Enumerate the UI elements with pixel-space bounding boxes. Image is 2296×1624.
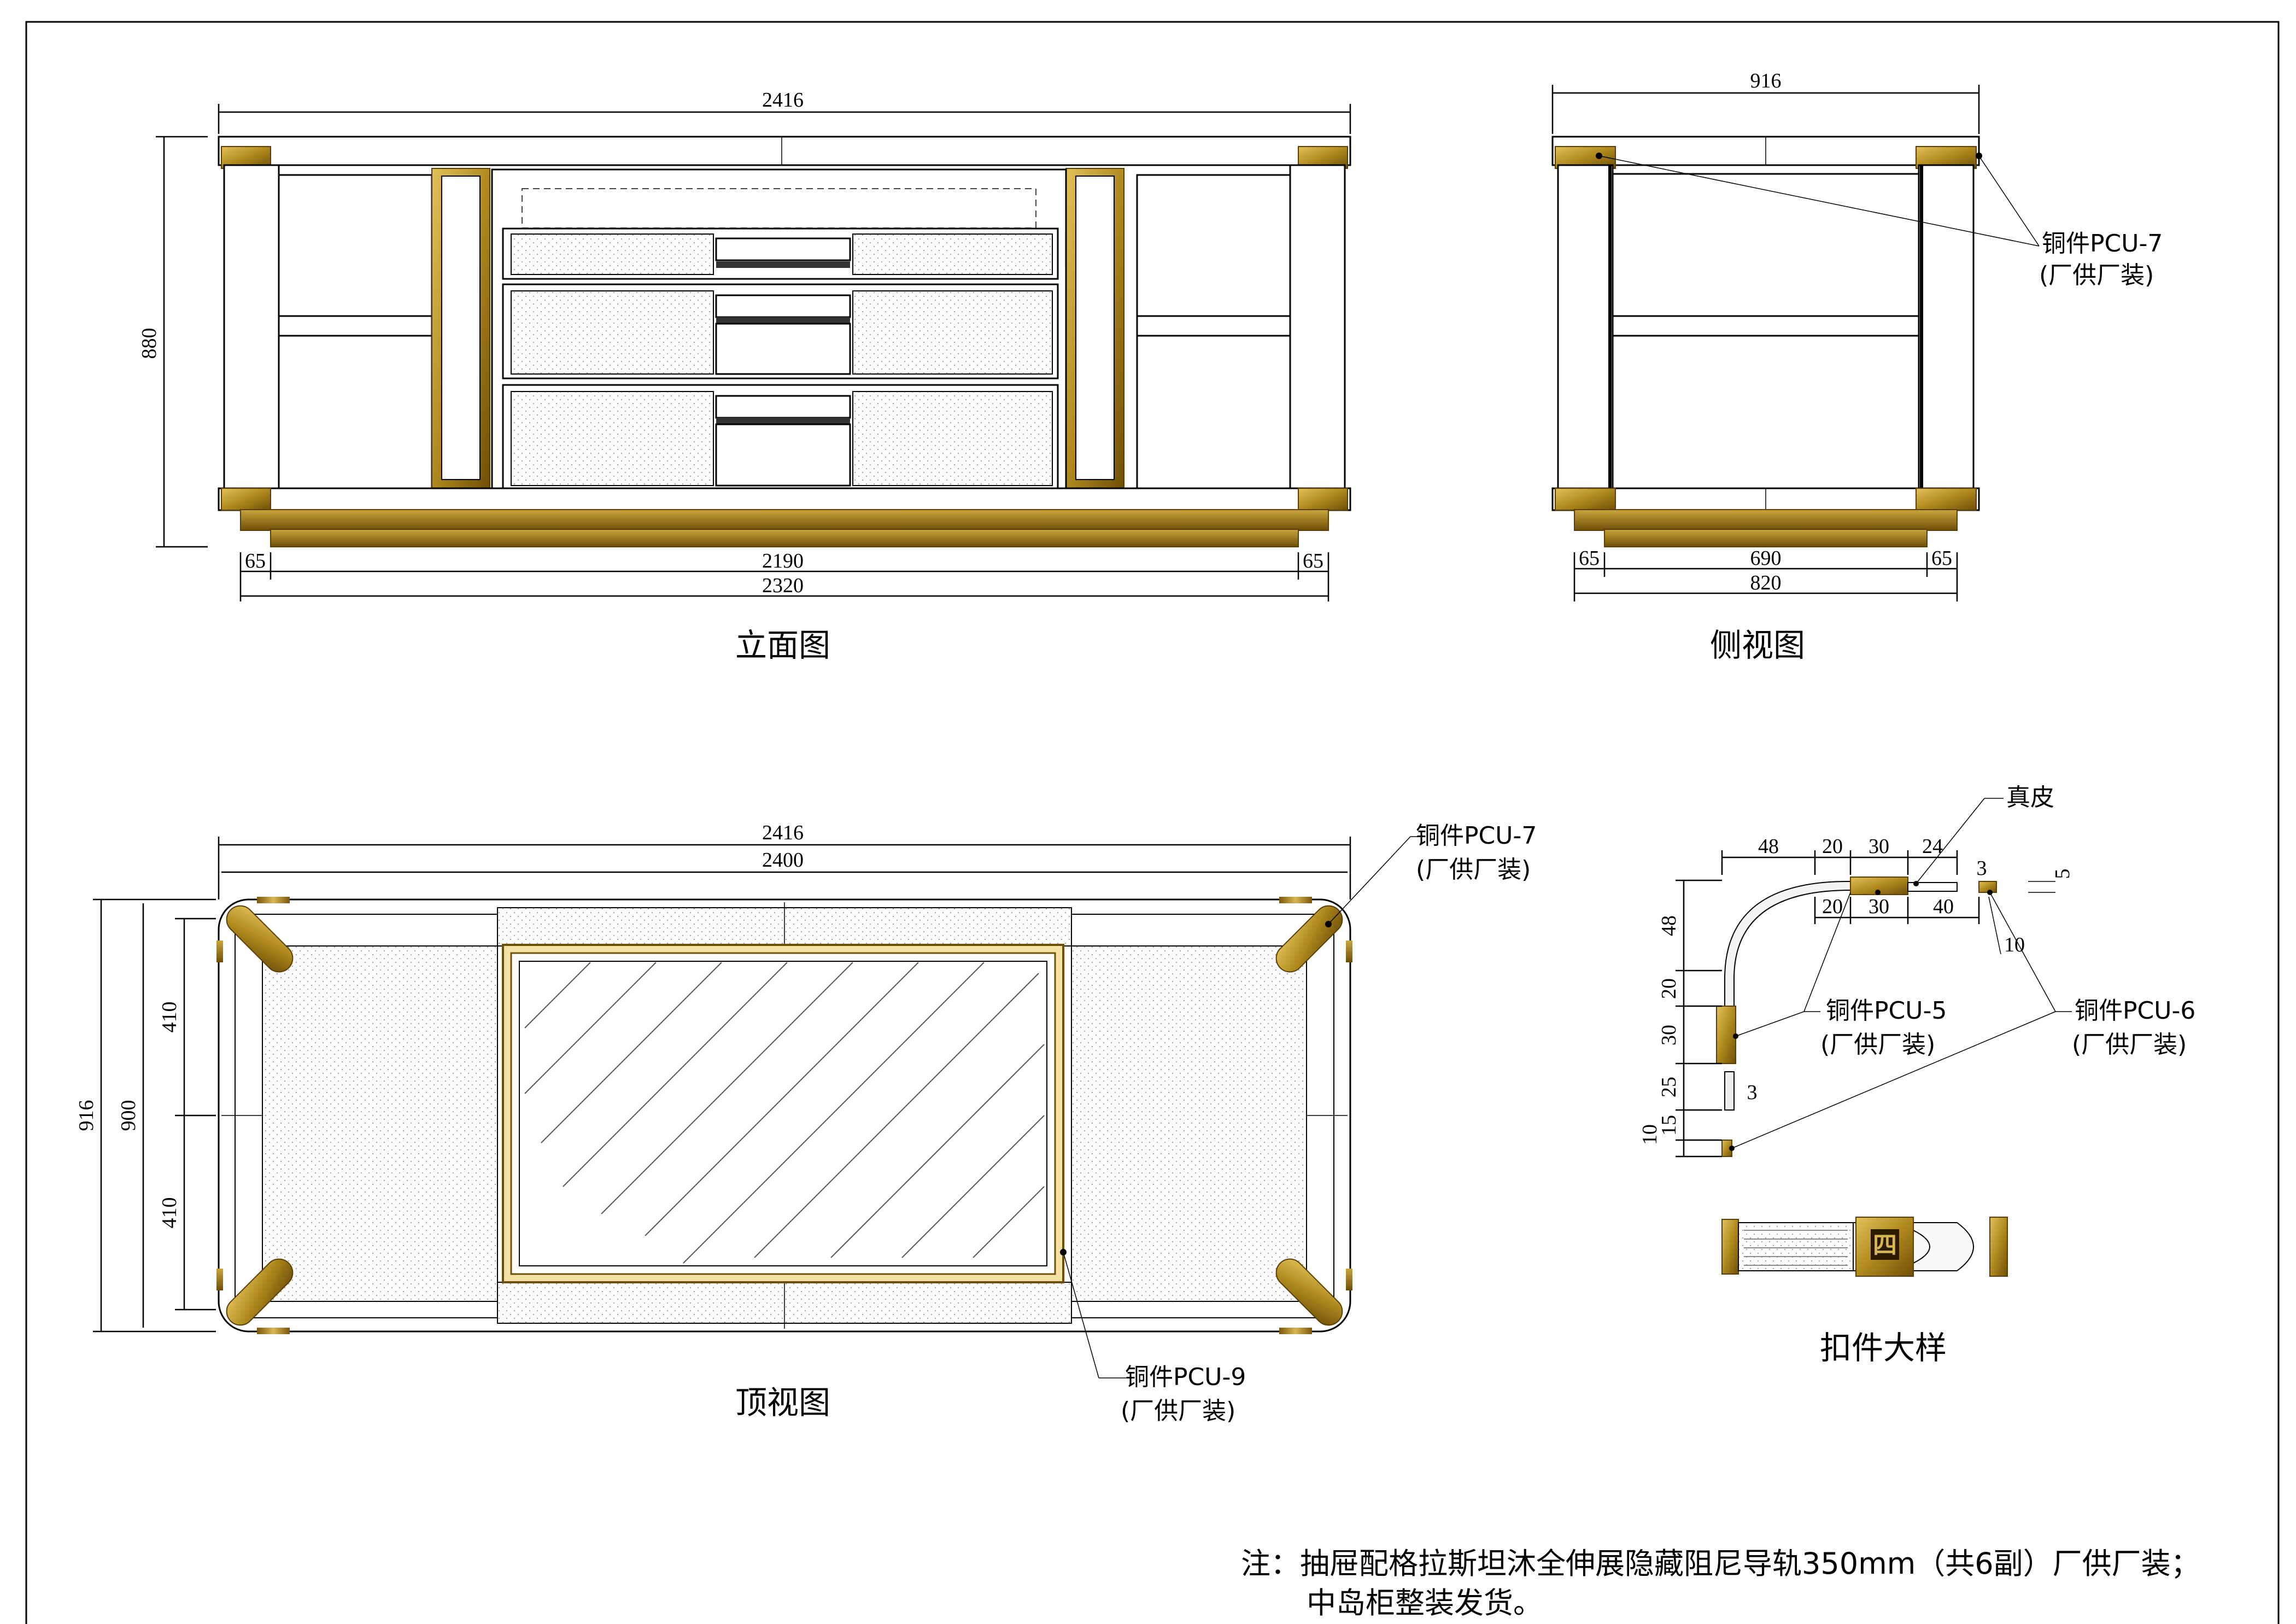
top-glass-hatch: [524, 962, 1045, 1264]
note-block: 注：抽屉配格拉斯坦沐全伸展隐藏阻尼导轨350mm（共6副）厂供厂装； 中岛柜整装…: [1241, 1546, 2200, 1620]
elevation-bottom-slab: [218, 487, 1351, 511]
sheet-border: [25, 21, 2280, 1624]
elevation-left-upright: [223, 164, 280, 497]
top-view-title: 顶视图: [735, 1384, 830, 1421]
note-line-1: 注：抽屉配格拉斯坦沐全伸展隐藏阻尼导轨350mm（共6副）厂供厂装；: [1241, 1546, 2200, 1581]
detail-dim-mid-3: 40: [1933, 895, 1954, 918]
side-dim-side-right: 65: [1931, 547, 1952, 570]
elevation-dim-side-right: 65: [1303, 550, 1323, 573]
detail-brass-pcu5-vertical: [1716, 1006, 1736, 1064]
top-dim-overall-width: 2416: [762, 821, 804, 844]
detail-dim-top-2: 20: [1822, 835, 1843, 858]
detail-leather-label: 真皮: [2006, 784, 2054, 811]
elevation-drawer-2: [502, 283, 1059, 379]
side-left-upright: [1557, 164, 1614, 497]
elevation-brass-plinth-lower: [270, 529, 1299, 547]
top-dim-depth: 900: [117, 1100, 140, 1131]
detail-callout-pcu6-part: 铜件PCU-6: [2075, 997, 2195, 1025]
elevation-dim-overall-width: 2416: [762, 89, 804, 112]
elevation-brass-plinth-upper: [240, 509, 1329, 531]
detail-dim-3b: 3: [1747, 1081, 1758, 1104]
detail-callout-pcu6-supply: (厂供厂装): [2072, 1031, 2187, 1059]
detail-dim-top-1: 48: [1758, 835, 1779, 858]
side-dim-overall-width: 916: [1750, 69, 1782, 92]
elevation-top-slab: [218, 136, 1351, 166]
elevation-dim-inner-width: 2190: [762, 550, 804, 573]
top-callout-corner-part: 铜件PCU-7: [1416, 822, 1537, 850]
elevation-dim-height: 880: [138, 328, 161, 359]
top-callout-corner-supply: (厂供厂装): [1416, 856, 1531, 884]
top-callout-glass-supply: (厂供厂装): [1121, 1397, 1235, 1425]
detail-fastener-plan: 四: [1721, 1217, 2008, 1277]
top-dim-half-bottom: 410: [158, 1197, 181, 1229]
elevation-dim-side-left: 65: [245, 550, 266, 573]
detail-dim-mid-1: 20: [1822, 895, 1843, 918]
detail-dim-top-3: 30: [1869, 835, 1889, 858]
side-corner-brass-bl: [1555, 488, 1616, 511]
top-view: 2416 2400 916 900 410 410 铜件PCU-7 (厂供厂装)…: [75, 821, 1537, 1425]
side-corner-brass-br: [1916, 488, 1977, 511]
elevation-dim-base-width: 2320: [762, 574, 804, 597]
top-leather-right: [1071, 945, 1307, 1302]
side-view-title: 侧视图: [1710, 627, 1805, 664]
side-brass-plinth-lower: [1604, 529, 1928, 547]
top-dim-width: 2400: [762, 849, 804, 872]
top-corner-brass-bl: [226, 1258, 294, 1326]
note-line-2: 中岛柜整装发货。: [1307, 1586, 1543, 1620]
top-corner-brass-tl: [226, 905, 294, 973]
side-dim-base-width: 820: [1750, 571, 1782, 594]
side-dim-inner-width: 690: [1750, 547, 1782, 570]
detail-dim-mid-2: 30: [1869, 895, 1889, 918]
detail-dim-3a: 3: [1977, 857, 1987, 880]
elevation-corner-brass-br: [1298, 488, 1348, 511]
top-glass-panel: [510, 952, 1056, 1275]
detail-title: 扣件大样: [1820, 1329, 1947, 1366]
side-callout-supply: (厂供厂装): [2039, 261, 2154, 289]
top-callout-glass-part: 铜件PCU-9: [1125, 1363, 1246, 1391]
side-brass-plinth-upper: [1574, 509, 1958, 531]
side-callout-part: 铜件PCU-7: [2042, 230, 2163, 258]
top-dim-half-top: 410: [158, 1002, 181, 1033]
detail-dim-left-4: 25: [1657, 1077, 1680, 1097]
elevation-corner-brass-bl: [221, 488, 271, 511]
elevation-drawer-3: [502, 384, 1059, 491]
detail-plate-glyph: 四: [1873, 1231, 1897, 1259]
side-view: 916 65 690 65 820 铜件PCU-7 (厂供厂装) 侧视图: [1551, 69, 2163, 664]
fastener-detail: 真皮 48 20 30 24 3 5 20 30 40 10: [1638, 784, 2195, 1366]
detail-callout-pcu5-part: 铜件PCU-5: [1826, 997, 1947, 1025]
top-corner-brass-br: [1275, 1258, 1343, 1326]
detail-callout-pcu5-supply: (厂供厂装): [1820, 1031, 1935, 1059]
elevation-right-upright: [1289, 164, 1346, 497]
elevation-view: 2416 880 65 2190 65 2320 立面图: [138, 89, 1351, 664]
detail-dim-left-6: 10: [1638, 1124, 1661, 1145]
top-leather-left: [262, 945, 498, 1302]
detail-dim-top-4: 24: [1922, 835, 1943, 858]
elevation-drawer-1: [502, 227, 1059, 280]
detail-dim-5: 5: [2051, 869, 2074, 879]
side-dim-side-left: 65: [1579, 547, 1600, 570]
detail-dim-left-3: 30: [1657, 1025, 1680, 1045]
side-right-upright: [1918, 164, 1975, 497]
top-dim-overall-depth: 916: [75, 1100, 98, 1131]
detail-dim-left-1: 48: [1657, 915, 1680, 936]
detail-dim-left-5: 15: [1657, 1115, 1680, 1136]
elevation-view-title: 立面图: [735, 627, 830, 664]
detail-dim-left-2: 20: [1657, 978, 1680, 999]
